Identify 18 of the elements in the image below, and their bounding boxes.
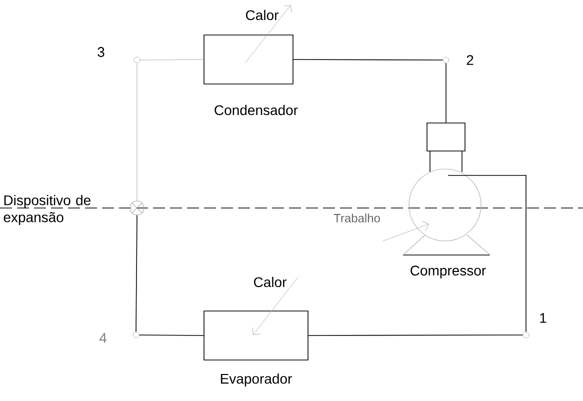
pipe-line bbox=[136, 214, 138, 332]
heat-label: Calor bbox=[254, 276, 286, 288]
component-label: Condensador bbox=[214, 104, 298, 116]
pipe-line bbox=[138, 334, 204, 336]
heat-label: Calor bbox=[246, 10, 278, 20]
pipe-line bbox=[140, 59, 204, 60]
pipe-line bbox=[293, 59, 444, 60]
point-number: 4 bbox=[99, 333, 106, 343]
pipe-line bbox=[308, 334, 524, 336]
component-label: Dispositivo de expansão bbox=[4, 194, 90, 226]
pipe-line bbox=[448, 175, 526, 332]
pipe-line bbox=[136, 62, 138, 202]
point-number: 1 bbox=[540, 313, 546, 323]
work-label: Trabalho bbox=[334, 214, 380, 222]
point-number: 2 bbox=[466, 55, 474, 65]
point-number: 3 bbox=[98, 47, 104, 57]
component-label: Evaporador bbox=[220, 373, 292, 386]
component-label: Compressor bbox=[410, 266, 486, 278]
